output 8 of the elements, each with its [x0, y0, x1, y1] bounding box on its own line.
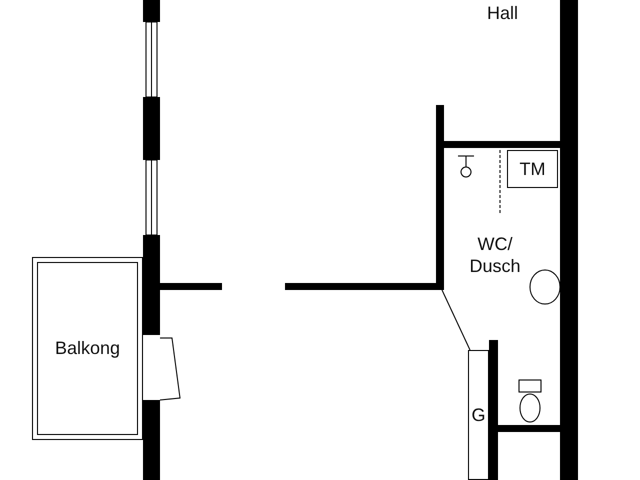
room-label: G — [471, 404, 486, 426]
balcony-box — [32, 257, 143, 440]
room-label: TM — [520, 158, 546, 180]
room-label: Balkong — [54, 338, 120, 359]
room-label: Hall — [486, 2, 519, 24]
cabinet-box — [468, 350, 489, 480]
appliance-box — [507, 150, 558, 188]
room-label: WC/ Dusch — [468, 233, 522, 277]
